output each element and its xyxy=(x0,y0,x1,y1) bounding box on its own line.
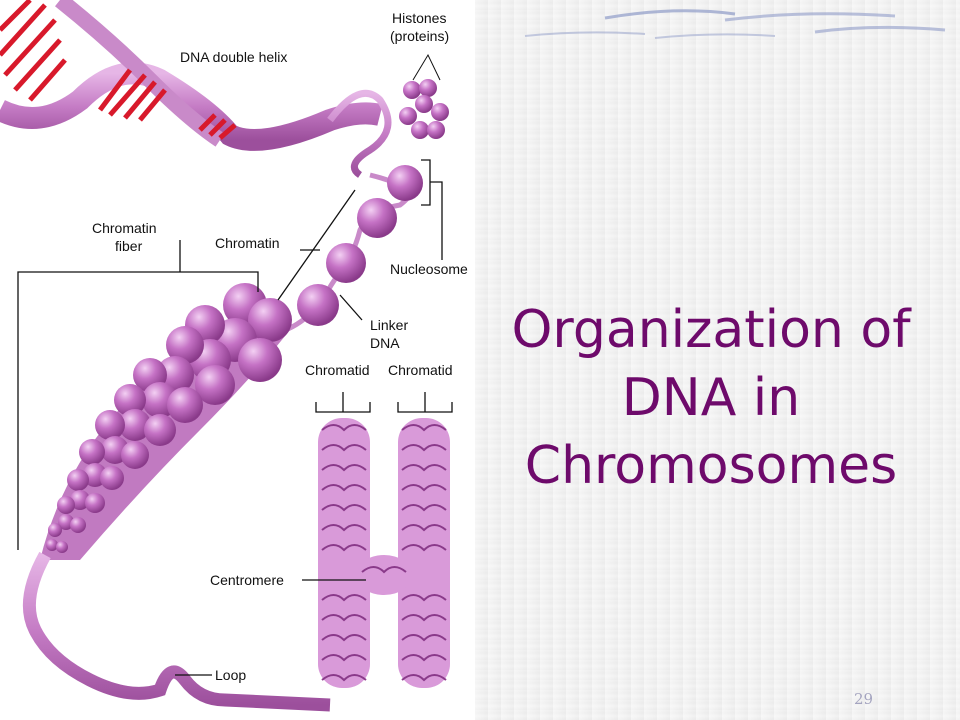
chromatin-fiber xyxy=(40,283,292,560)
label-linker-line2: DNA xyxy=(370,335,400,351)
base-pairs xyxy=(0,0,237,140)
nucleosome-string xyxy=(284,165,423,333)
label-chromatid-left: Chromatid xyxy=(305,362,370,378)
chromosome xyxy=(318,418,450,688)
label-chromatid-right: Chromatid xyxy=(388,362,453,378)
dna-double-helix xyxy=(0,0,392,178)
slide-title-line-3: Chromosomes xyxy=(524,436,898,496)
label-chromatin: Chromatin xyxy=(215,235,280,251)
chromatid-coils xyxy=(321,424,447,682)
decorative-strokes xyxy=(524,9,946,39)
slide-title: Organization of DNA in Chromosomes xyxy=(480,296,942,500)
histone-cluster xyxy=(399,53,449,139)
slide-background-panel xyxy=(475,0,960,720)
leader-lines xyxy=(17,159,453,676)
dna-organization-diagram: DNA double helix Histones (proteins) Chr… xyxy=(0,0,468,712)
slide-title-line-2: DNA in xyxy=(621,368,801,428)
page-number: 29 xyxy=(854,690,874,708)
label-histones-line2: (proteins) xyxy=(390,28,449,44)
label-histones-line1: Histones xyxy=(392,10,446,26)
paper-texture xyxy=(475,0,960,720)
label-loop: Loop xyxy=(215,667,246,683)
label-linker-line1: Linker xyxy=(370,317,408,333)
label-centromere: Centromere xyxy=(210,572,284,588)
slide-title-line-1: Organization of xyxy=(511,300,911,360)
chromatin-loop xyxy=(22,551,331,712)
label-dna-double-helix: DNA double helix xyxy=(180,49,287,65)
label-chromatin-fiber-line2: fiber xyxy=(115,238,143,254)
label-nucleosome: Nucleosome xyxy=(390,261,468,277)
label-chromatin-fiber-line1: Chromatin xyxy=(92,220,157,236)
